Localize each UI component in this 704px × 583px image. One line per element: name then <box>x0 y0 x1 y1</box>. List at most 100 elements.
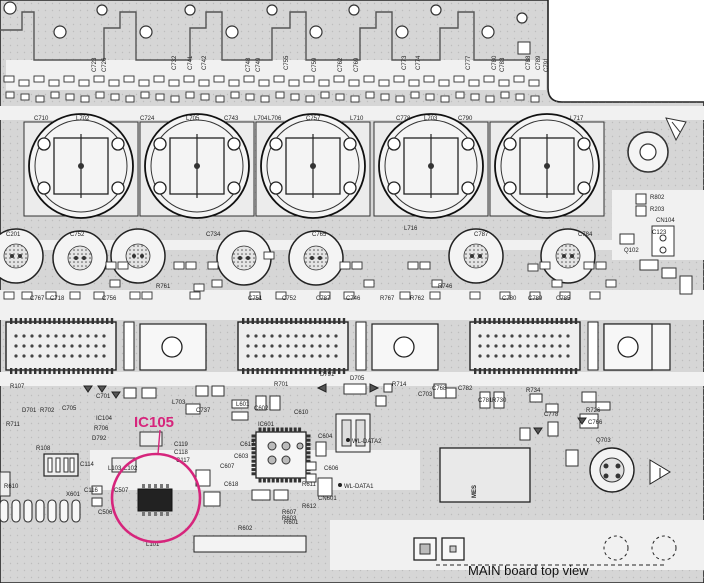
coil-pin <box>577 181 591 195</box>
smd-part <box>425 93 435 101</box>
designator-label: R746 <box>438 284 453 290</box>
ic105-highlight-circle <box>110 452 202 544</box>
ic-pin <box>498 318 501 324</box>
ic-pin <box>507 318 510 324</box>
ic-pin <box>526 318 530 324</box>
designator-label: C617 <box>240 442 255 448</box>
designator-label: C751 <box>248 296 263 302</box>
designator-label: L702 <box>76 116 90 122</box>
designator-label: C732 <box>172 55 178 70</box>
smd-part <box>3 75 15 83</box>
qfn-pin <box>293 477 297 483</box>
ic-via <box>510 354 514 358</box>
smd-part <box>419 261 431 270</box>
smd-part <box>583 261 595 270</box>
coil-ring <box>266 119 360 213</box>
designator-label: C791 <box>544 57 550 72</box>
designator-label: C769 <box>354 57 360 72</box>
designator-label: R107 <box>10 384 25 390</box>
qfn-pin <box>267 477 271 483</box>
ic-via <box>86 354 90 358</box>
designator-label: C765 <box>312 232 327 238</box>
ic-pin <box>19 368 22 374</box>
ic-pin <box>106 368 109 374</box>
designator-label: C789 <box>528 296 543 302</box>
smd-part <box>351 261 363 270</box>
smd-part <box>20 93 30 101</box>
qfn-pin <box>251 442 257 446</box>
ic-pin <box>338 318 341 324</box>
ic-pin <box>323 368 326 374</box>
ic-via <box>38 334 42 338</box>
smd-part <box>319 291 331 300</box>
ic-pin <box>517 368 520 374</box>
qfn-pin <box>280 477 284 483</box>
designator-label: C118 <box>174 450 189 456</box>
smd-part <box>78 79 90 87</box>
designator-label: C788 <box>526 55 532 70</box>
ic-pin <box>478 368 482 374</box>
ic-pin <box>38 368 42 374</box>
ic-pin <box>328 368 331 374</box>
designator-label: C778 <box>544 412 559 418</box>
ic-via <box>294 354 298 358</box>
ic-pin <box>266 318 269 324</box>
smd-part <box>363 279 375 288</box>
ic-pin <box>53 318 56 324</box>
ic-via <box>526 344 530 348</box>
ic-via <box>254 354 258 358</box>
qfn-pin <box>298 427 302 433</box>
ic-pin <box>101 318 104 324</box>
designator-label: C777 <box>466 55 472 70</box>
ic-pin <box>48 318 51 324</box>
ic-pin <box>58 318 61 324</box>
designator-label: R761 <box>156 284 171 290</box>
designator-label: C752 <box>70 232 85 238</box>
coil-pin <box>503 181 517 195</box>
designator-label: C759 <box>312 57 318 72</box>
ic-side-part <box>587 321 599 371</box>
smd-part <box>105 261 117 270</box>
ic-pin <box>541 368 544 374</box>
designator-label: C618 <box>224 482 239 488</box>
smd-part <box>500 91 510 99</box>
ic-pin <box>309 368 312 374</box>
ic-via <box>54 354 58 358</box>
smd-part <box>245 93 255 101</box>
ic-via <box>38 354 42 358</box>
smd-part <box>350 95 360 103</box>
ic-pin <box>314 368 317 374</box>
ic-via <box>542 334 546 338</box>
designator-label: C737 <box>196 408 211 414</box>
smd-part <box>50 91 60 99</box>
smd-part <box>185 91 195 99</box>
qfn-pin <box>280 427 284 433</box>
smd-part <box>589 291 601 300</box>
ic-pin <box>328 318 331 324</box>
designator-label: R802 <box>650 195 665 201</box>
designator-label: C746 <box>346 296 361 302</box>
smd-part <box>3 291 15 300</box>
ic-via <box>326 334 330 338</box>
designator-label: R730 <box>492 398 507 404</box>
ic-pin <box>67 368 70 374</box>
ic-via <box>278 354 282 358</box>
ic-via <box>262 354 266 358</box>
smd-part <box>393 75 405 83</box>
smd-part <box>275 291 287 300</box>
ic-via <box>310 354 314 358</box>
ic-via <box>78 334 82 338</box>
smd-part <box>170 95 180 103</box>
ic-via <box>78 354 82 358</box>
smd-part <box>93 291 105 300</box>
smd-part <box>129 291 141 300</box>
cap-lead <box>18 254 22 258</box>
ic-via <box>334 334 338 338</box>
qfn-pin <box>267 427 271 433</box>
ic-via <box>270 344 274 348</box>
smd-part <box>173 261 185 270</box>
designator-label: L703 <box>424 116 438 122</box>
cap-vent <box>67 245 93 271</box>
coil-center <box>310 163 316 169</box>
